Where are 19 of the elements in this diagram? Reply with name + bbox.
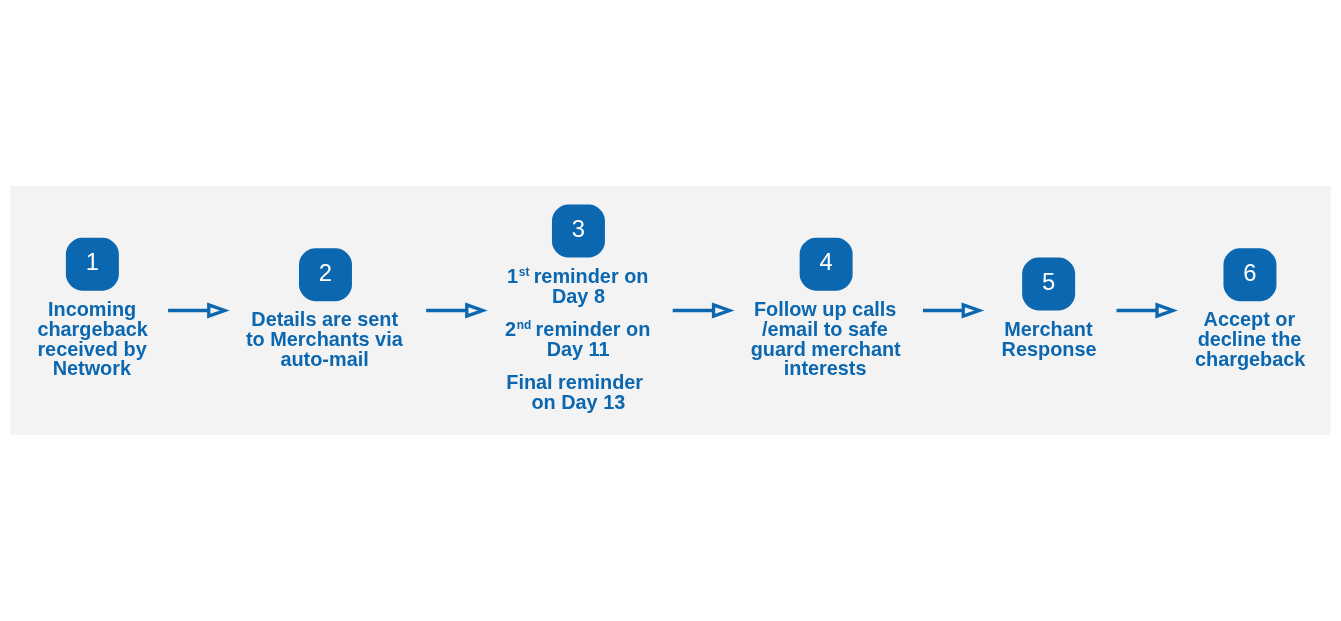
node-label: 2$^{nd}$ reminder on Day 11	[504, 317, 651, 360]
arrow	[426, 302, 488, 319]
node-label: Follow up calls /email to safe guard merchant interests	[750, 297, 901, 380]
arrow	[168, 302, 230, 319]
node-box: 1	[65, 237, 119, 291]
node-label: Merchant Response	[1001, 317, 1097, 360]
node-label: Accept or decline the chargeback	[1194, 308, 1306, 371]
arrow	[922, 302, 985, 319]
arrow	[672, 302, 735, 319]
node-box: 2	[299, 248, 352, 302]
node-label: Incoming chargeback received by Network	[37, 297, 148, 380]
node-label: Details are sent to Merchants via auto-mail	[246, 308, 403, 371]
node-box: 3	[551, 204, 605, 258]
node-label: Final reminder on Day 13	[506, 370, 644, 413]
node-box: 6	[1223, 248, 1277, 302]
node-label: 1$^{st}$ reminder on Day 8	[506, 264, 649, 307]
node-box: 4	[799, 237, 853, 291]
arrow	[1116, 302, 1178, 319]
node-box: 5	[1022, 257, 1076, 311]
